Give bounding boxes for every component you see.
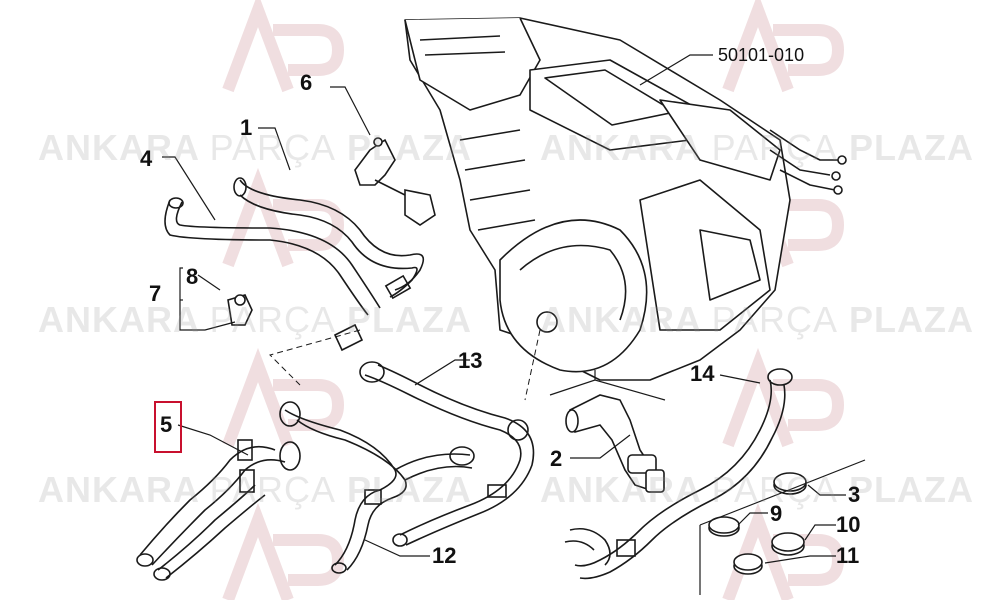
watermark-row-3: ANKARA PARÇA PLAZA xyxy=(38,469,473,510)
callout-10: 10 xyxy=(836,512,861,537)
watermark-row-2b: ANKARA PARÇA PLAZA xyxy=(540,299,975,340)
callout-3: 3 xyxy=(848,482,861,507)
clip-part-6 xyxy=(354,137,436,226)
callout-2: 2 xyxy=(550,446,563,471)
clamp-part-8 xyxy=(227,294,253,326)
valve-part-2 xyxy=(565,394,665,493)
hose-part-1 xyxy=(233,177,425,300)
callout-13: 13 xyxy=(458,348,483,373)
callout-11: 11 xyxy=(836,543,860,568)
callout-8: 8 xyxy=(186,264,199,289)
hvac-unit xyxy=(404,17,847,381)
hose-part-14 xyxy=(564,368,793,580)
callout-6: 6 xyxy=(300,70,313,95)
callout-5: 5 xyxy=(160,412,173,437)
dashed-guides xyxy=(269,329,541,401)
hose-part-5 xyxy=(136,439,301,581)
callout-9: 9 xyxy=(770,501,783,526)
callout-1: 1 xyxy=(240,115,253,140)
watermark-row-3b: ANKARA PARÇA PLAZA xyxy=(540,469,975,510)
hose-part-4 xyxy=(164,197,381,316)
highlighted-callout-frame xyxy=(154,401,182,453)
watermark-row-2: ANKARA PARÇA PLAZA xyxy=(38,299,473,340)
bracket-line xyxy=(549,370,666,401)
assembly-reference-code: 50101-010 xyxy=(718,45,805,65)
hose-part-13 xyxy=(279,361,535,574)
callout-4: 4 xyxy=(140,146,153,171)
callout-7: 7 xyxy=(149,281,162,306)
watermark-row-1: ANKARA PARÇA PLAZA xyxy=(38,127,473,168)
callout-12: 12 xyxy=(432,543,457,568)
small-clamps xyxy=(708,472,807,575)
callout-14: 14 xyxy=(690,361,715,386)
watermark-row-1b: ANKARA PARÇA PLAZA xyxy=(540,127,975,168)
leader-lines xyxy=(162,54,866,595)
